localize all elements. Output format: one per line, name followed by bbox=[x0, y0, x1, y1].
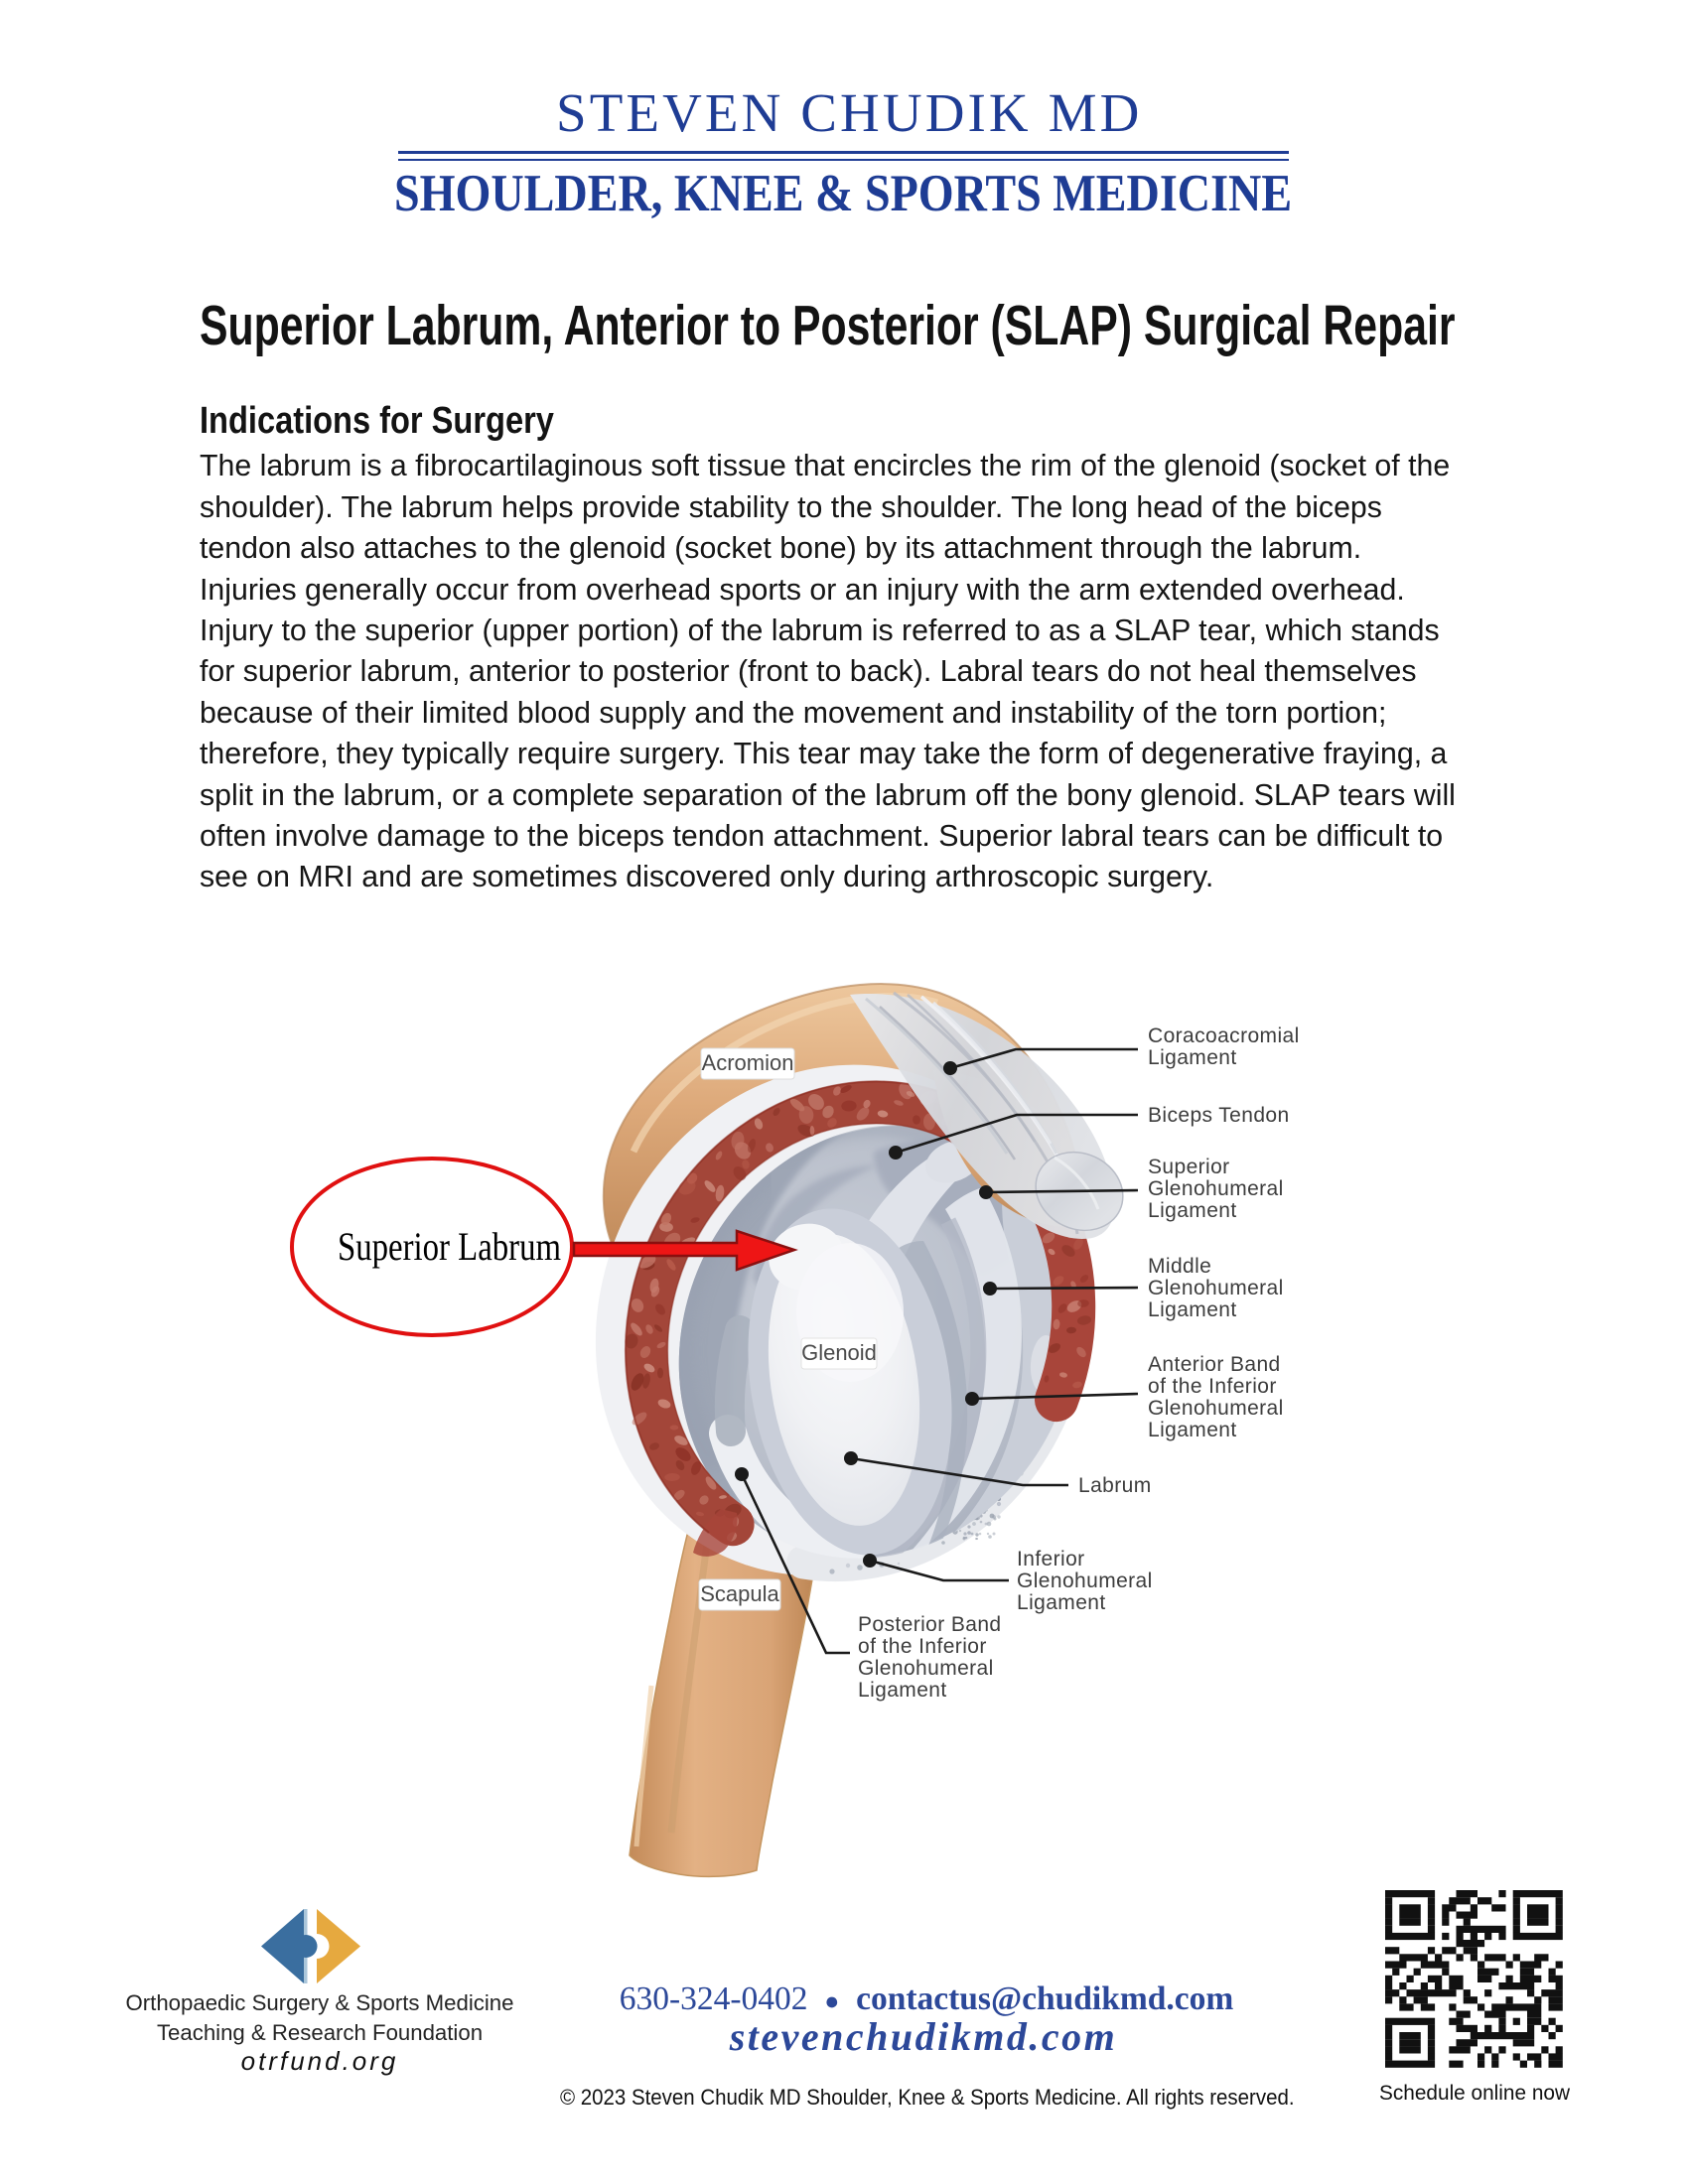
svg-text:Glenohumeral: Glenohumeral bbox=[1017, 1570, 1153, 1592]
svg-text:Glenoid: Glenoid bbox=[801, 1340, 877, 1365]
svg-text:Ligament: Ligament bbox=[858, 1679, 947, 1702]
svg-text:Glenohumeral: Glenohumeral bbox=[858, 1657, 994, 1680]
svg-text:of the Inferior: of the Inferior bbox=[1148, 1375, 1277, 1398]
svg-text:Biceps Tendon: Biceps Tendon bbox=[1148, 1104, 1290, 1127]
svg-text:Ligament: Ligament bbox=[1148, 1046, 1237, 1069]
svg-text:Inferior: Inferior bbox=[1017, 1548, 1085, 1570]
svg-text:Glenohumeral: Glenohumeral bbox=[1148, 1277, 1284, 1299]
svg-text:Ligament: Ligament bbox=[1148, 1419, 1237, 1441]
svg-text:Middle: Middle bbox=[1148, 1255, 1211, 1278]
svg-text:Ligament: Ligament bbox=[1148, 1199, 1237, 1222]
svg-text:Superior Labrum: Superior Labrum bbox=[338, 1224, 561, 1269]
svg-text:Labrum: Labrum bbox=[1078, 1474, 1152, 1497]
svg-text:Scapula: Scapula bbox=[700, 1581, 779, 1606]
svg-text:Superior: Superior bbox=[1148, 1156, 1230, 1178]
svg-text:Glenohumeral: Glenohumeral bbox=[1148, 1397, 1284, 1420]
svg-text:Ligament: Ligament bbox=[1148, 1298, 1237, 1321]
svg-text:of the Inferior: of the Inferior bbox=[858, 1635, 987, 1658]
svg-text:Coracoacromial: Coracoacromial bbox=[1148, 1024, 1300, 1047]
svg-text:Acromion: Acromion bbox=[702, 1050, 794, 1075]
svg-text:Anterior Band: Anterior Band bbox=[1148, 1353, 1281, 1376]
svg-text:Posterior Band: Posterior Band bbox=[858, 1613, 1002, 1636]
svg-text:Glenohumeral: Glenohumeral bbox=[1148, 1177, 1284, 1200]
svg-text:Ligament: Ligament bbox=[1017, 1591, 1106, 1614]
